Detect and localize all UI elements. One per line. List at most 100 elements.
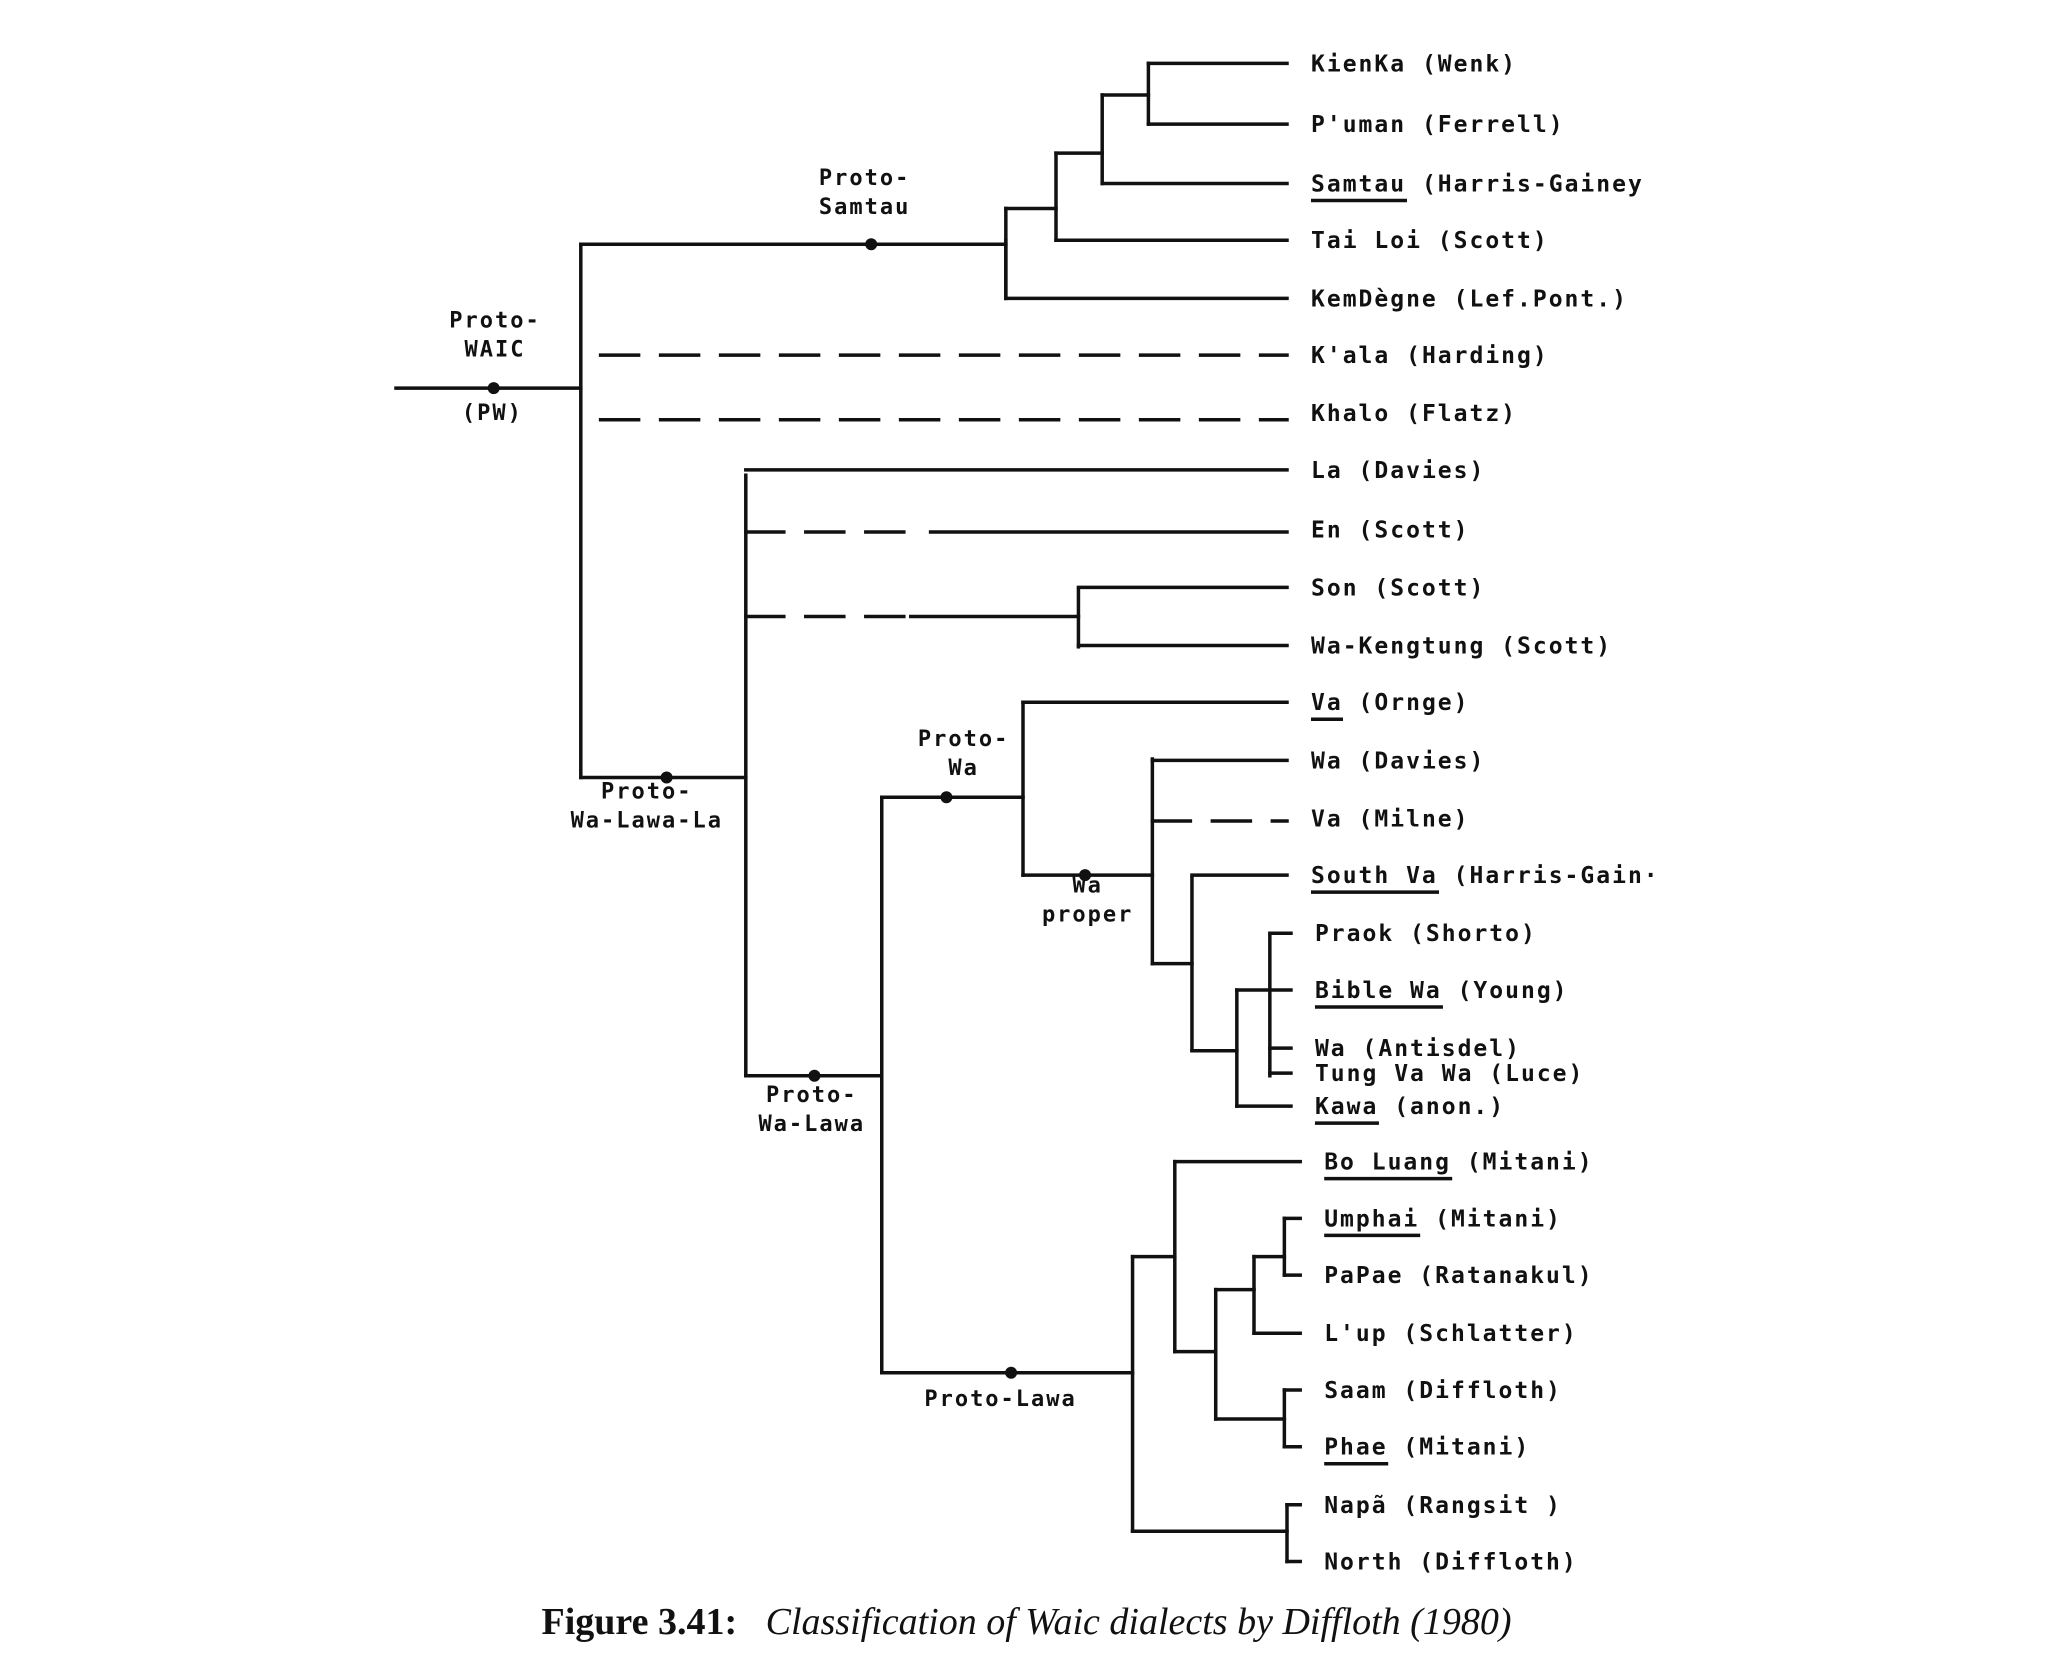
dialect-source: (Diffloth) [1388, 1378, 1562, 1404]
leaf-label: Praok (Shorto) [1315, 921, 1537, 947]
dialect-source: (Milne) [1343, 806, 1470, 832]
dialect-source: (Mitani) [1451, 1150, 1594, 1176]
leaf-label: Phae (Mitani) [1324, 1435, 1530, 1461]
dialect-source: (Scott) [1422, 228, 1549, 254]
leaf-label: Tung Va Wa (Luce) [1315, 1061, 1584, 1087]
dialect-source: (Shorto) [1394, 921, 1537, 947]
dialect-name: Wa [1311, 748, 1343, 774]
dialect-name: Samtau [1311, 171, 1406, 197]
dialect-source: (Mitani) [1388, 1435, 1531, 1461]
dialect-source: (Flatz) [1390, 401, 1517, 427]
leaf-label: Va (Milne) [1311, 806, 1469, 832]
dialect-source: (Davies) [1343, 748, 1486, 774]
leaf-label: L'up (Schlatter) [1324, 1321, 1578, 1347]
dialect-name: K'ala [1311, 343, 1390, 369]
leaf-label: Wa-Kengtung (Scott) [1311, 633, 1612, 659]
dialect-name: P'uman [1311, 112, 1406, 138]
node-label-pwl: Proto- [766, 1083, 857, 1108]
node-labels: Proto-WAIC(PW)Proto-SamtauProto-Wa-Lawa-… [449, 166, 1131, 1412]
dialect-name: KienKa [1311, 51, 1406, 77]
dialect-name: L'up [1324, 1321, 1387, 1347]
dialect-source: (Scott) [1359, 575, 1486, 601]
proto-lawa-dot [1005, 1366, 1018, 1379]
node-label-psamtau: Proto- [819, 166, 910, 191]
leaf-label: Tai Loi (Scott) [1311, 228, 1549, 254]
leaf-label: Bo Luang (Mitani) [1324, 1150, 1593, 1176]
leaf-label: Va (Ornge) [1311, 690, 1469, 716]
node-sublabel-pw: (PW) [462, 401, 523, 426]
leaf-label: KemDègne (Lef.Pont.) [1311, 286, 1628, 312]
leaf-label: Napã (Rangsit ) [1324, 1493, 1562, 1519]
leaf-label: South Va (Harris-Gain· [1311, 863, 1660, 889]
dialect-name: Saam [1324, 1378, 1387, 1404]
dialect-name: Son [1311, 575, 1359, 601]
dialect-name: En [1311, 517, 1343, 543]
dialect-name: La [1311, 458, 1343, 484]
leaf-label: Samtau (Harris-Gainey [1311, 171, 1644, 197]
dialect-source: (Ornge) [1343, 690, 1470, 716]
leaf-label: En (Scott) [1311, 517, 1469, 543]
leaf-label: Son (Scott) [1311, 575, 1485, 601]
dialect-source: (Harris-Gain· [1438, 863, 1660, 889]
leaf-label: Kawa (anon.) [1315, 1094, 1505, 1120]
leaf-label: PaPae (Ratanakul) [1324, 1263, 1593, 1289]
dialect-source: (Young) [1442, 978, 1569, 1004]
node-label-pwa: Proto- [918, 727, 1009, 752]
dialect-source: (Rangsit ) [1388, 1493, 1562, 1519]
dialect-name: South Va [1311, 863, 1438, 889]
node-label-psamtau: Samtau [819, 195, 910, 220]
leaf-label: K'ala (Harding) [1311, 343, 1549, 369]
node-label-waproper: Wa [1072, 873, 1103, 898]
figure-title: Classification of Waic dialects by Diffl… [765, 1601, 1512, 1643]
proto-samtau-dot [865, 238, 878, 251]
dialect-name: Wa-Kengtung [1311, 633, 1485, 659]
dialect-source: (Ratanakul) [1403, 1263, 1593, 1289]
dialect-name: Napã [1324, 1493, 1387, 1519]
dialect-source: (Ferrell) [1406, 112, 1564, 138]
leaf-labels: KienKa (Wenk) P'uman (Ferrell) Samtau (Har… [1311, 51, 1660, 1576]
dialect-source: (Diffloth) [1403, 1550, 1577, 1576]
proto-waic-dot [487, 382, 500, 395]
node-label-pwll: Wa-Lawa-La [571, 809, 723, 834]
figure-caption: Figure 3.41: Classification of Waic dial… [0, 1600, 2053, 1644]
node-label-pwl: Wa-Lawa [758, 1112, 865, 1137]
dialect-name: North [1324, 1550, 1403, 1576]
dialect-source: (Schlatter) [1388, 1321, 1578, 1347]
dialect-name: Va [1311, 806, 1343, 832]
dialect-name: KemDègne [1311, 286, 1438, 312]
dialect-source: (Wenk) [1406, 51, 1517, 77]
tree-edges [394, 61, 1302, 1564]
leaf-label: Umphai (Mitani) [1324, 1206, 1562, 1232]
node-label-pw: Proto- [449, 308, 540, 333]
proto-wa-dot [940, 791, 953, 804]
dialect-name: PaPae [1324, 1263, 1403, 1289]
dialect-name: Praok [1315, 921, 1394, 947]
leaf-label: KienKa (Wenk) [1311, 51, 1517, 77]
node-label-pw: WAIC [465, 337, 526, 362]
dialect-source: (Antisdel) [1347, 1036, 1521, 1062]
dialect-source: (Scott) [1485, 633, 1612, 659]
dialect-name: Kawa [1315, 1094, 1378, 1120]
dialect-name: Tai Loi [1311, 228, 1422, 254]
dialect-source: (Scott) [1343, 517, 1470, 543]
figure-number: Figure 3.41: [541, 1601, 738, 1643]
proto-wa-lawa-dot [808, 1069, 821, 1082]
node-dots [487, 238, 1092, 1379]
dialect-source: (Mitani) [1419, 1206, 1562, 1232]
dialect-name: Bo Luang [1324, 1150, 1451, 1176]
dialect-name: Bible Wa [1315, 978, 1442, 1004]
node-label-plawa: Proto-Lawa [924, 1387, 1076, 1412]
dialect-name: Va [1311, 690, 1343, 716]
leaf-label: Bible Wa (Young) [1315, 978, 1569, 1004]
leaf-label: Khalo (Flatz) [1311, 401, 1517, 427]
leaf-label: Wa (Antisdel) [1315, 1036, 1521, 1062]
leaf-label: Wa (Davies) [1311, 748, 1485, 774]
dialect-name: Umphai [1324, 1206, 1419, 1232]
dialect-name: Khalo [1311, 401, 1390, 427]
leaf-label: P'uman (Ferrell) [1311, 112, 1565, 138]
dialect-source: (Luce) [1473, 1061, 1584, 1087]
dialect-source: (Davies) [1343, 458, 1486, 484]
leaf-label: La (Davies) [1311, 458, 1485, 484]
dialect-source: (Lef.Pont.) [1438, 286, 1628, 312]
